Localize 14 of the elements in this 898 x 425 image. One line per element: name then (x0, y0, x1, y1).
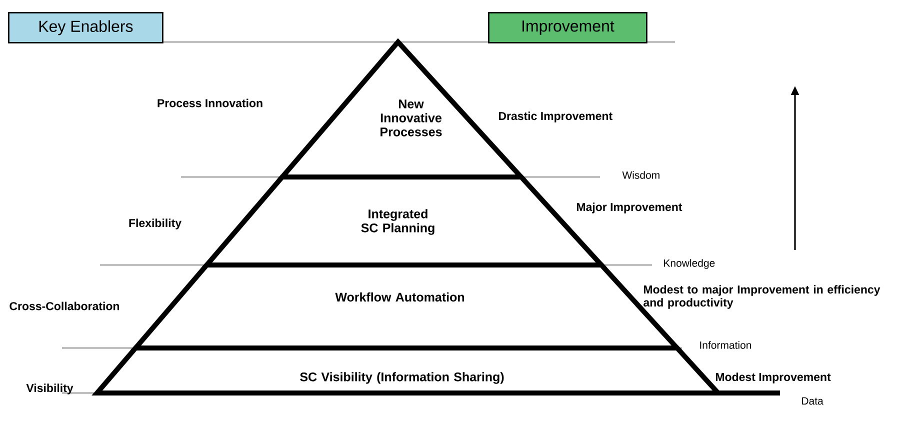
side-label: Visibility (26, 384, 74, 394)
header-box: Improvement (488, 12, 648, 44)
side-label: Flexibility (129, 218, 182, 230)
side-label: Modest to major Improvement in efficiency and productivity (644, 285, 880, 309)
header-box: Key Enablers (8, 12, 164, 44)
side-label: Cross-Collaboration (10, 302, 120, 310)
level-name: Knowledge (664, 259, 715, 269)
level-name: Wisdom (622, 171, 660, 179)
side-label: Drastic Improvement (498, 112, 612, 122)
side-label: Modest Improvement (716, 372, 831, 384)
level-name: Information (700, 341, 752, 349)
side-label: Major Improvement (576, 202, 682, 214)
side-label: Process Innovation (158, 98, 262, 108)
level-name: Data (802, 397, 824, 405)
